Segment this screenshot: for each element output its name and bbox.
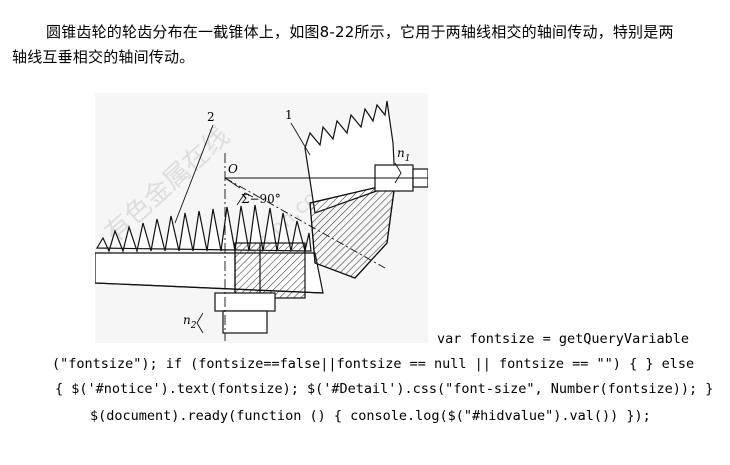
label-n2: n2 xyxy=(183,313,197,331)
leader-lines xyxy=(174,122,402,334)
label-gear-2: 2 xyxy=(207,110,215,124)
label-n2-sub: 2 xyxy=(190,321,197,331)
code-line-1: var fontsize = getQueryVariable xyxy=(437,331,689,347)
code-line-3: { $('#notice').text(fontsize); $('#Detai… xyxy=(55,381,714,397)
bevel-gear-figure: 有色金属在线 www.cnmn.com.cn xyxy=(95,93,428,343)
code-line-2: ("fontsize"); if (fontsize==false||fonts… xyxy=(52,356,695,372)
code-line-4: $(document).ready(function () { console.… xyxy=(90,408,651,424)
label-n2-main: n xyxy=(183,313,191,327)
label-angle: Σ−90° xyxy=(241,192,281,206)
paragraph-line-2: 轴线互垂相交的轴间传动。 xyxy=(12,48,195,66)
bevel-gear-drawing: 有色金属在线 www.cnmn.com.cn xyxy=(95,93,428,343)
label-n1-sub: 1 xyxy=(405,154,411,164)
paragraph-line-1: 圆锥齿轮的轮齿分布在一截锥体上，如图8-22所示，它用于两轴线相交的轴间传动，特… xyxy=(46,23,674,41)
small-gear xyxy=(304,100,428,279)
center-lines xyxy=(224,153,428,341)
label-apex: O xyxy=(228,162,238,176)
label-n1-main: n xyxy=(397,146,405,160)
label-gear-1: 1 xyxy=(285,108,293,122)
large-gear xyxy=(95,204,324,334)
article-paragraph: 圆锥齿轮的轮齿分布在一截锥体上，如图8-22所示，它用于两轴线相交的轴间传动，特… xyxy=(12,20,718,70)
label-n1: n1 xyxy=(397,146,410,164)
